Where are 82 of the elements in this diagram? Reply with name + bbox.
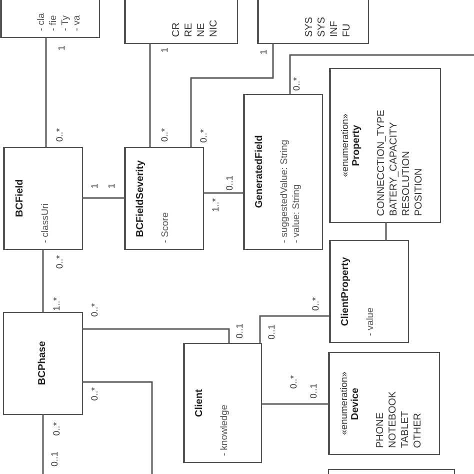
- class-name: BCField: [14, 180, 26, 218]
- multiplicity-label: 1: [160, 48, 170, 52]
- association-line: [45, 38, 47, 147]
- multiplicity-label: 0..1: [50, 452, 60, 466]
- multiplicity-label: 1: [58, 46, 66, 50]
- association-line: [289, 54, 474, 94]
- enum-literal: NIC: [208, 20, 220, 37]
- enum-literal: OTHER: [412, 413, 424, 448]
- attribute-text: - Ty: [60, 15, 72, 31]
- enumeration-box: [328, 352, 440, 455]
- association-line: [83, 381, 153, 474]
- enumeration-box: [124, 0, 238, 44]
- multiplicity-label: 0..*: [52, 422, 62, 436]
- class-name: Client: [194, 389, 206, 417]
- multiplicity-label: 1: [108, 184, 116, 188]
- class-name: ClientProperty: [340, 257, 352, 326]
- attribute-text: - suggestedValue: String: [279, 140, 291, 243]
- stereotype-label: «enumeration»: [338, 372, 350, 436]
- class-box: [0, 0, 100, 38]
- class-name: BCPhase: [37, 342, 49, 386]
- multiplicity-label: 0..1: [236, 324, 244, 338]
- enum-literal: RE: [184, 23, 196, 37]
- association-line: [204, 192, 243, 194]
- enum-literal: TABLET: [400, 410, 412, 448]
- attribute-text: - va: [72, 15, 84, 31]
- attribute-text: - Score: [160, 212, 172, 243]
- multiplicity-label: 0..*: [312, 297, 320, 311]
- class-name: BCFieldSeverity: [135, 160, 147, 237]
- enum-literal: NOTEBOOK: [388, 391, 400, 448]
- class-name: Device: [350, 387, 362, 420]
- multiplicity-label: 0..*: [56, 128, 64, 142]
- multiplicity-label: 0..*: [160, 128, 170, 142]
- class-box: [3, 147, 83, 250]
- association-line: [42, 415, 44, 474]
- association-line: [385, 223, 387, 240]
- attribute-text: - fie: [48, 15, 60, 31]
- multiplicity-label: 0..*: [290, 375, 298, 389]
- enum-literal: BATERY_CAPACITY: [388, 122, 400, 216]
- multiplicity-label: 0..*: [292, 77, 302, 91]
- multiplicity-label: 0..1: [226, 176, 234, 190]
- enum-literal: SYS: [316, 16, 328, 37]
- multiplicity-label: 1: [90, 184, 100, 188]
- enum-literal: SYS: [304, 16, 316, 37]
- class-box: [3, 312, 83, 415]
- association-line: [149, 44, 151, 147]
- class-box: [183, 343, 262, 463]
- association-line: [83, 328, 230, 343]
- enum-literal: FU: [342, 24, 354, 37]
- multiplicity-label: 1..*: [212, 198, 220, 212]
- association-line: [42, 250, 44, 312]
- multiplicity-label: 1: [260, 50, 268, 54]
- enum-literal: RESOLUTION: [401, 150, 413, 216]
- enum-literal: NE: [196, 23, 208, 37]
- association-line: [262, 403, 328, 405]
- attribute-text: - value: [365, 307, 377, 336]
- enum-literal: INF: [329, 20, 341, 37]
- attribute-text: - knowledge: [219, 404, 231, 456]
- association-line: [259, 315, 329, 343]
- enum-literal: CR: [171, 22, 183, 37]
- association-line: [83, 197, 124, 199]
- multiplicity-label: 1..*: [52, 297, 62, 311]
- association-line: [190, 44, 274, 147]
- multiplicity-label: 0..*: [90, 387, 100, 401]
- enumeration-box: [329, 68, 441, 223]
- enum-literal: PHONE: [375, 412, 387, 448]
- enum-literal: CONNECCTION_TYPE: [376, 110, 388, 216]
- enumeration-box: [257, 0, 369, 44]
- enum-literal: POSITION: [414, 168, 426, 216]
- class-box: [124, 147, 204, 250]
- attribute-text: - value: String: [290, 184, 303, 243]
- multiplicity-label: 0..*: [90, 303, 100, 317]
- attribute-text: - classUri: [40, 203, 52, 243]
- multiplicity-label: 0..*: [56, 255, 64, 269]
- class-name: Property: [351, 124, 364, 166]
- class-box: [243, 94, 323, 250]
- multiplicity-label: 0..*: [200, 129, 208, 143]
- class-name: GeneratedField: [254, 136, 266, 208]
- multiplicity-label: 0..1: [268, 324, 276, 340]
- stereotype-label: «enumeration»: [340, 114, 352, 178]
- multiplicity-label: 0..1: [310, 384, 318, 398]
- class-box: [329, 240, 409, 343]
- attribute-text: - cla: [36, 13, 48, 31]
